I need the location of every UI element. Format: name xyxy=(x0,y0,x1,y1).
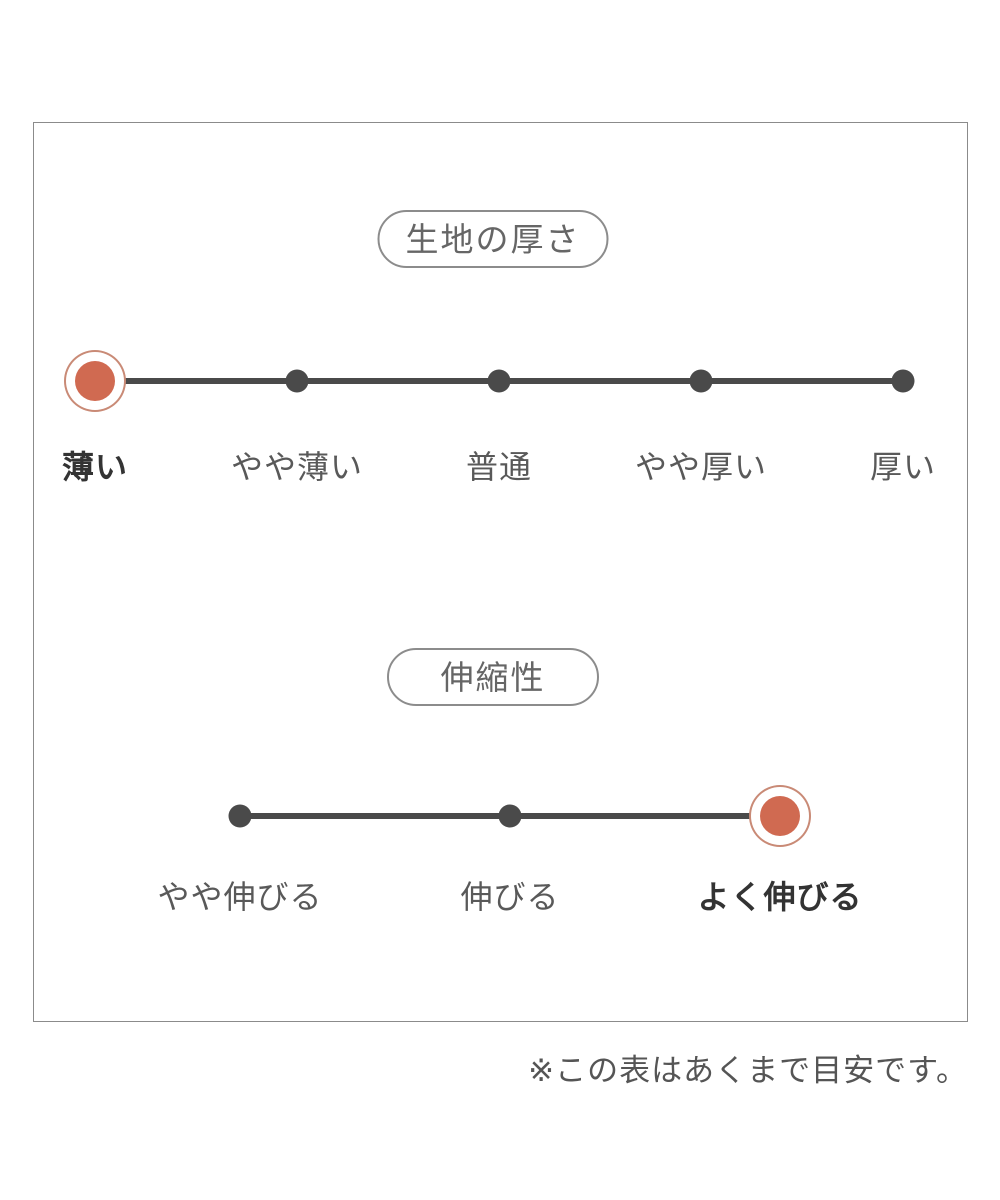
thickness-labels: 薄い やや薄い 普通 やや厚い 厚い xyxy=(62,442,935,485)
thickness-label-slightly-thick: やや厚い xyxy=(634,449,768,485)
thickness-title-pill: 生地の厚さ xyxy=(377,210,609,268)
thickness-dot-thin-selected-marker xyxy=(75,361,115,401)
chart-frame xyxy=(33,122,968,1022)
thickness-dot-thick xyxy=(891,369,915,393)
thickness-label-slightly-thin: やや薄い xyxy=(230,449,364,485)
thickness-dot-slightly-thick xyxy=(689,369,713,393)
stretch-label-stretchy: 伸びる xyxy=(460,879,560,915)
thickness-dot-normal xyxy=(487,369,511,393)
disclaimer-note: ※この表はあくまで目安です。 xyxy=(528,1053,968,1088)
stretch-dot-very-stretchy-selected-marker xyxy=(760,796,800,836)
stretch-dot-slightly-stretchy xyxy=(228,804,252,828)
stretch-dot-stretchy xyxy=(498,804,522,828)
stretch-label-very-stretchy: よく伸びる xyxy=(697,879,863,915)
stretch-labels: やや伸びる 伸びる よく伸びる xyxy=(157,872,861,915)
stretch-label-slightly-stretchy: やや伸びる xyxy=(157,879,323,915)
thickness-label-thin: 薄い xyxy=(61,449,129,485)
stretch-title-pill: 伸縮性 xyxy=(387,648,599,706)
thickness-dot-slightly-thin xyxy=(285,369,309,393)
thickness-label-normal: 普通 xyxy=(465,449,533,485)
thickness-label-thick: 厚い xyxy=(869,449,937,485)
stretch-track xyxy=(228,796,800,836)
thickness-track xyxy=(75,361,915,401)
